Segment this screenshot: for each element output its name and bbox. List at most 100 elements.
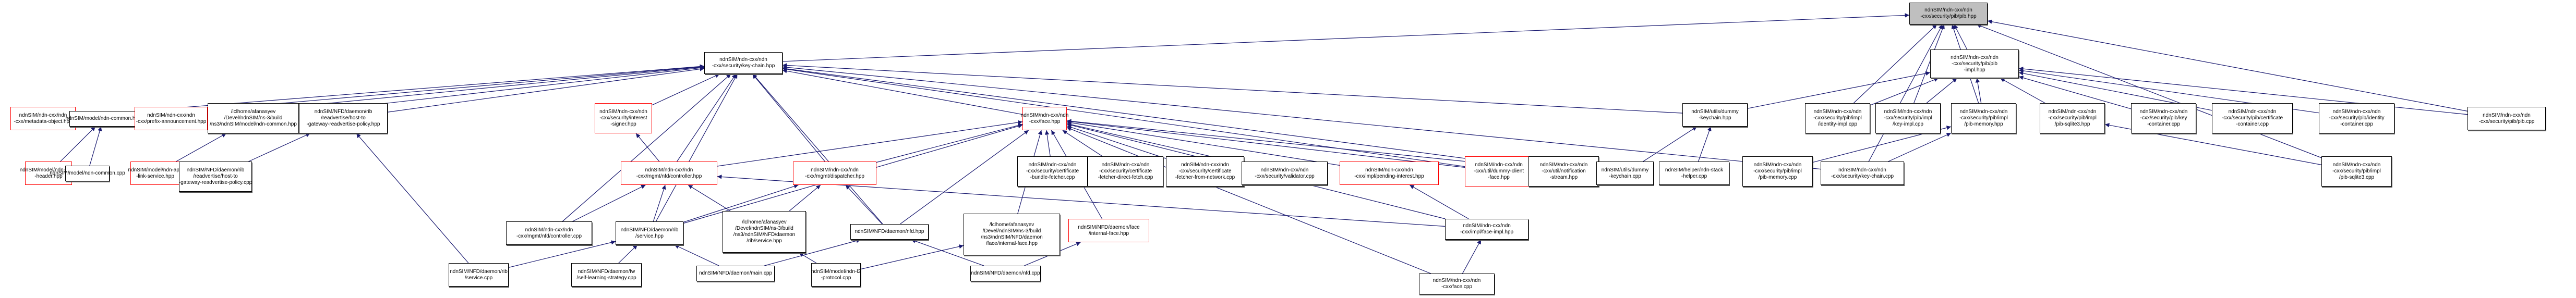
- edge-pib_sqlite3_cpp-to-pib_hpp: [1977, 24, 2322, 158]
- node-build-rib-service[interactable]: /lclhome/afanasyev /Devel/ndnSIM/ns-3/bu…: [723, 211, 806, 253]
- node-pib-sqlite3-hpp[interactable]: ndnSIM/ndn-cxx/ndn -cxx/security/pib/imp…: [2040, 103, 2105, 133]
- node-metadata-object[interactable]: ndnSIM/ndn-cxx/ndn -cxx/metadata-object.…: [10, 107, 76, 130]
- edge-key_chain_cpp-to-pib_memory_hpp: [1888, 132, 1952, 162]
- node-face-impl-hpp[interactable]: ndnSIM/ndn-cxx/ndn -cxx/impl/face-impl.h…: [1445, 219, 1528, 240]
- node-label: ndnSIM/ndn-cxx/ndn -cxx/mgmt/nfd/control…: [516, 227, 582, 239]
- node-dummy-keychain-hpp[interactable]: ndnSIM/utils/dummy -keychain.hpp: [1682, 103, 1748, 127]
- node-key-impl-cpp[interactable]: ndnSIM/ndn-cxx/ndn -cxx/security/pib/imp…: [1875, 103, 1941, 133]
- node-label: ndnSIM/NFD/daemon/rib /service.hpp: [620, 227, 679, 239]
- node-label: ndnSIM/ndn-cxx/ndn -cxx/security/validat…: [1255, 167, 1315, 179]
- edge-app_link_service-to-build_ndn_common: [176, 133, 227, 162]
- node-identity-container-cpp[interactable]: ndnSIM/ndn-cxx/ndn -cxx/security/pib/ide…: [2319, 103, 2394, 133]
- edge-pib_cpp-to-pib_hpp: [1987, 19, 2468, 111]
- node-bundle-fetcher[interactable]: ndnSIM/ndn-cxx/ndn -cxx/security/certifi…: [1017, 156, 1088, 187]
- edge-pib_memory_hpp-to-pib_impl_hpp: [1975, 78, 1982, 104]
- edge-nfd_controller_hpp-to-key_chain_hpp: [677, 73, 737, 162]
- node-label: /lclhome/afanasyev /Devel/ndnSIM/ns-3/bu…: [210, 109, 297, 127]
- node-app-link-service[interactable]: ndnSIM/model/ndn-app -link-service.hpp: [128, 162, 182, 185]
- node-ndn-common-hpp[interactable]: ndnSIM/model/ndn-common.hpp: [65, 111, 141, 127]
- node-nfd-controller-hpp[interactable]: ndnSIM/ndn-cxx/ndn -cxx/mgmt/nfd/control…: [621, 162, 717, 185]
- edge-identity_impl_cpp-to-pib_hpp: [1853, 24, 1937, 104]
- node-label: ndnSIM/NFD/daemon/fw /self-learning-stra…: [576, 268, 636, 281]
- node-pib-impl-hpp[interactable]: ndnSIM/ndn-cxx/ndn -cxx/security/pib/pib…: [1930, 49, 2019, 78]
- edge-dispatcher_hpp-to-key_chain_hpp: [752, 73, 825, 162]
- node-validator-cpp[interactable]: ndnSIM/ndn-cxx/ndn -cxx/security/validat…: [1242, 162, 1328, 185]
- edge-face_cpp-to-face_hpp: [1066, 127, 1431, 274]
- node-label: ndnSIM/ndn-cxx/ndn -cxx/security/pib/pib…: [2478, 112, 2535, 125]
- node-dummy-client-face[interactable]: ndnSIM/ndn-cxx/ndn -cxx/util/dummy-clien…: [1465, 156, 1533, 187]
- node-identity-impl-cpp[interactable]: ndnSIM/ndn-cxx/ndn -cxx/security/pib/imp…: [1805, 103, 1870, 133]
- node-label: ndnSIM/utils/dummy -keychain.cpp: [1601, 167, 1649, 179]
- node-label: ndnSIM/model/ndn-common.hpp: [65, 116, 141, 121]
- node-dummy-keychain-cpp[interactable]: ndnSIM/utils/dummy -keychain.cpp: [1596, 162, 1654, 185]
- node-stack-helper-cpp[interactable]: ndnSIM/helper/ndn-stack -helper.cpp: [1659, 162, 1729, 185]
- node-direct-fetch[interactable]: ndnSIM/ndn-cxx/ndn -cxx/security/certifi…: [1088, 156, 1163, 187]
- edge-notification_stream-to-key_chain_hpp: [782, 66, 1529, 167]
- node-ndn-common-cpp[interactable]: ndnSIM/model/ndn-common.cpp: [50, 166, 125, 181]
- node-pib-hpp[interactable]: ndnSIM/ndn-cxx/ndn -cxx/security/pib/pib…: [1909, 3, 1988, 24]
- node-host-to-gw-cpp[interactable]: ndnSIM/NFD/daemon/rib /readvertise/host-…: [179, 162, 252, 192]
- node-rib-service-hpp[interactable]: ndnSIM/NFD/daemon/rib /service.hpp: [616, 221, 683, 245]
- edge-face_impl_hpp-to-pending_interest: [1409, 184, 1469, 219]
- edge-rib_service_cpp-to-rib_service_hpp: [508, 240, 616, 268]
- node-label: ndnSIM/NFD/daemon/rib /readvertise/host-…: [178, 167, 252, 185]
- node-notification-stream[interactable]: ndnSIM/ndn-cxx/ndn -cxx/util/notificatio…: [1528, 156, 1599, 187]
- edge-nfd_hpp-to-dispatcher_hpp: [845, 184, 883, 225]
- edge-l3_protocol-to-build_internal_face: [860, 244, 964, 270]
- node-label: ndnSIM/model/ndn-l3 -protocol.cpp: [811, 268, 861, 281]
- edge-rib_service_hpp-to-key_chain_hpp: [655, 73, 738, 222]
- node-label: ndnSIM/ndn-cxx/ndn -cxx/impl/face-impl.h…: [1460, 223, 1514, 235]
- node-cert-container-cpp[interactable]: ndnSIM/ndn-cxx/ndn -cxx/security/pib/cer…: [2212, 103, 2293, 133]
- node-controller-cpp[interactable]: ndnSIM/ndn-cxx/ndn -cxx/mgmt/nfd/control…: [506, 221, 592, 245]
- node-internal-face-hpp[interactable]: ndnSIM/NFD/daemon/face /internal-face.hp…: [1068, 219, 1149, 242]
- node-from-network[interactable]: ndnSIM/ndn-cxx/ndn -cxx/security/certifi…: [1166, 156, 1244, 187]
- node-face-hpp[interactable]: ndnSIM/ndn-cxx/ndn -cxx/face.hpp: [1021, 107, 1068, 130]
- node-label: /lclhome/afanasyev /Devel/ndnSIM/ns-3/bu…: [733, 219, 796, 244]
- node-prefix-announcement[interactable]: ndnSIM/ndn-cxx/ndn -cxx/prefix-announcem…: [135, 107, 208, 130]
- node-key-chain-hpp[interactable]: ndnSIM/ndn-cxx/ndn -cxx/security/key-cha…: [704, 52, 783, 74]
- edge-controller_cpp-to-key_chain_hpp: [562, 73, 731, 222]
- edge-key_chain_cpp-to-pib_hpp: [1868, 24, 1943, 162]
- node-pib-cpp[interactable]: ndnSIM/ndn-cxx/ndn -cxx/security/pib/pib…: [2467, 107, 2546, 130]
- node-nfd-cpp[interactable]: ndnSIM/NFD/daemon/nfd.cpp: [970, 266, 1041, 281]
- node-label: ndnSIM/ndn-cxx/ndn -cxx/prefix-announcem…: [136, 112, 207, 125]
- node-label: ndnSIM/ndn-cxx/ndn -cxx/security/key-cha…: [1831, 167, 1894, 179]
- node-label: ndnSIM/ndn-cxx/ndn -cxx/security/pib/ide…: [2329, 109, 2385, 127]
- node-main-cpp[interactable]: ndnSIM/NFD/daemon/main.cpp: [696, 266, 775, 281]
- node-label: ndnSIM/ndn-cxx/ndn -cxx/util/notificatio…: [1539, 162, 1588, 180]
- edge-host_to_gw_hpp-to-key_chain_hpp: [387, 67, 705, 113]
- node-build-internal-face[interactable]: /lclhome/afanasyev /Devel/ndnSIM/ns-3/bu…: [964, 214, 1060, 255]
- node-nfd-hpp[interactable]: ndnSIM/NFD/daemon/nfd.hpp: [850, 224, 929, 240]
- node-pib-memory-cpp[interactable]: ndnSIM/ndn-cxx/ndn -cxx/security/pib/imp…: [1742, 156, 1813, 187]
- node-pending-interest[interactable]: ndnSIM/ndn-cxx/ndn -cxx/impl/pending-int…: [1340, 162, 1439, 185]
- node-label: ndnSIM/ndn-cxx/ndn -cxx/mgmt/nfd/control…: [636, 167, 702, 179]
- edge-build_rib_service-to-dispatcher_hpp: [789, 184, 821, 212]
- edge-dummy_client_face-to-key_chain_hpp: [782, 67, 1465, 167]
- edge-block_header-to-ndn_common_hpp: [60, 126, 96, 162]
- edge-face_hpp-to-key_chain_hpp: [782, 69, 1023, 115]
- node-pib-memory-hpp[interactable]: ndnSIM/ndn-cxx/ndn -cxx/security/pib/imp…: [1951, 103, 2016, 133]
- node-face-cpp[interactable]: ndnSIM/ndn-cxx/ndn -cxx/face.cpp: [1419, 274, 1495, 294]
- node-build-ndn-common[interactable]: /lclhome/afanasyev /Devel/ndnSIM/ns-3/bu…: [208, 103, 299, 133]
- edge-dummy_keychain_hpp-to-pib_impl_hpp: [1747, 71, 1931, 109]
- node-key-chain-cpp[interactable]: ndnSIM/ndn-cxx/ndn -cxx/security/key-cha…: [1821, 162, 1904, 185]
- node-label: ndnSIM/ndn-cxx/ndn -cxx/mgmt/dispatcher.…: [805, 167, 864, 179]
- edge-dummy_keychain_cpp-to-dummy_keychain_hpp: [1643, 126, 1698, 162]
- node-label: ndnSIM/ndn-cxx/ndn -cxx/security/pib/pib…: [1951, 54, 1999, 73]
- node-label: ndnSIM/ndn-cxx/ndn -cxx/security/pib/cer…: [2221, 109, 2283, 127]
- edge-dispatcher_hpp-to-face_hpp: [876, 123, 1023, 163]
- node-key-container-cpp[interactable]: ndnSIM/ndn-cxx/ndn -cxx/security/pib/key…: [2131, 103, 2196, 133]
- edge-pib_impl_hpp-to-pib_hpp: [1954, 24, 1968, 50]
- node-dispatcher-hpp[interactable]: ndnSIM/ndn-cxx/ndn -cxx/mgmt/dispatcher.…: [793, 162, 876, 185]
- node-self-learning[interactable]: ndnSIM/NFD/daemon/fw /self-learning-stra…: [571, 263, 642, 287]
- node-label: ndnSIM/NFD/daemon/rib /readvertise/host-…: [306, 109, 380, 127]
- node-interest-signer[interactable]: ndnSIM/ndn-cxx/ndn -cxx/security/interes…: [595, 103, 652, 133]
- node-host-to-gw-hpp[interactable]: ndnSIM/NFD/daemon/rib /readvertise/host-…: [299, 103, 388, 133]
- node-pib-sqlite3-cpp[interactable]: ndnSIM/ndn-cxx/ndn -cxx/security/pib/imp…: [2321, 156, 2392, 187]
- edge-stack_helper_cpp-to-dummy_keychain_hpp: [1698, 126, 1712, 162]
- node-l3-protocol[interactable]: ndnSIM/model/ndn-l3 -protocol.cpp: [811, 263, 861, 287]
- edge-self_learning-to-rib_service_hpp: [618, 244, 638, 264]
- edge-build_rib_service-to-nfd_controller_hpp: [688, 184, 731, 212]
- node-rib-service-cpp[interactable]: ndnSIM/NFD/daemon/rib /service.cpp: [449, 263, 509, 287]
- edge-dummy_client_face-to-face_hpp: [1066, 119, 1465, 168]
